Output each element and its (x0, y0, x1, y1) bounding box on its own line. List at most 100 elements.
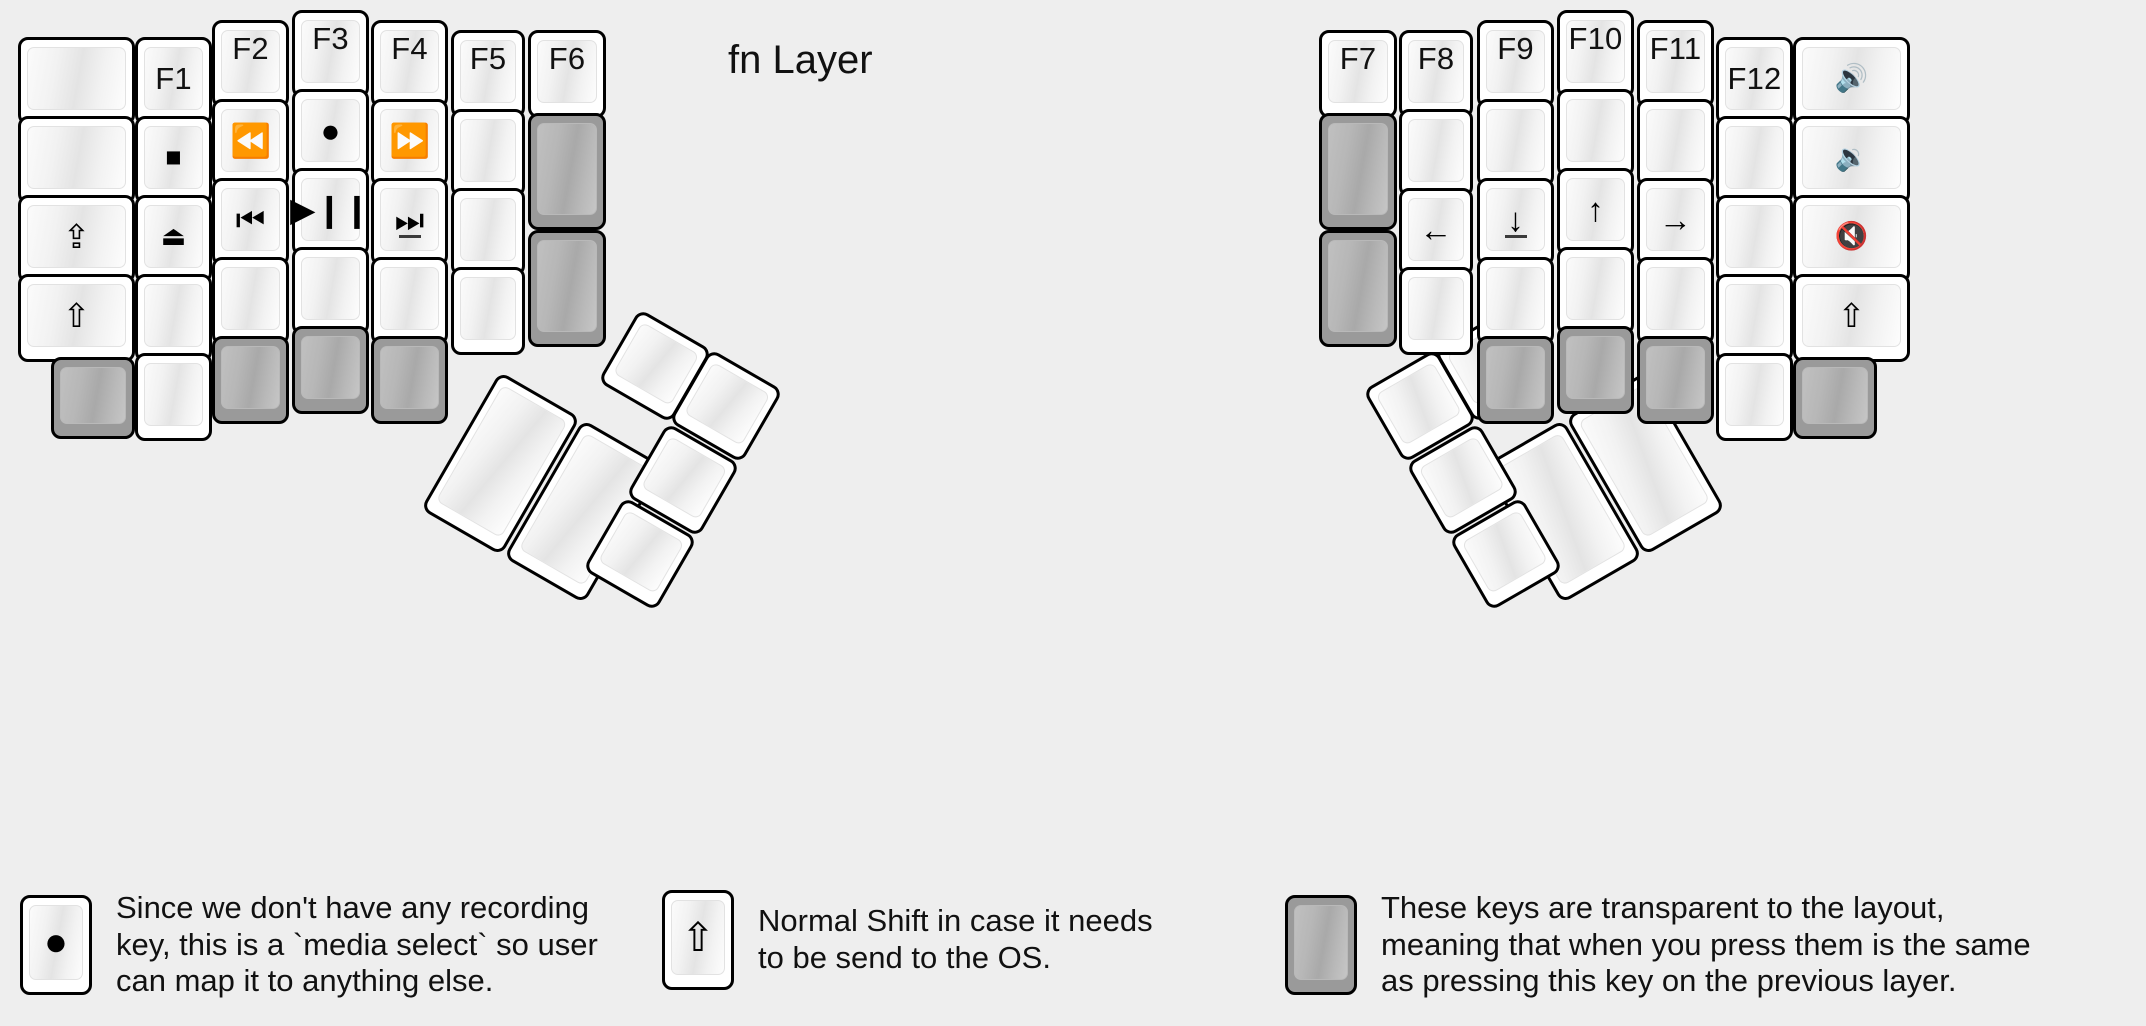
key-left-c2-r2-previous[interactable]: ⏮ (212, 178, 289, 266)
legend-key-record: ● (20, 894, 92, 995)
key-left-c2-r4-transparent[interactable] (212, 336, 289, 424)
key-right-c2-r3[interactable] (1477, 257, 1554, 345)
key-label: F7 (1339, 41, 1377, 76)
arrow-down-icon: ↓ (1507, 201, 1524, 238)
key-label: F11 (1649, 31, 1702, 66)
key-label: F1 (155, 61, 192, 96)
shift-icon: ⇧ (681, 915, 715, 960)
key-right-c6-r3-shift[interactable]: ⇧ (1793, 274, 1910, 362)
media-record-icon: ● (43, 920, 69, 965)
key-right-c1-r2-arrow-left[interactable]: ← (1399, 188, 1473, 276)
legend-item-shift: ⇧ Normal Shift in case it needs to be se… (662, 890, 1153, 990)
media-play-pause-icon: ▶❙❙ (290, 191, 371, 228)
key-left-c5-r3[interactable] (451, 267, 525, 355)
media-fast-forward-icon: ⏩ (388, 122, 431, 159)
key-label: F8 (1417, 41, 1455, 76)
key-label: F2 (232, 31, 269, 66)
key-right-c2-r2-arrow-down[interactable]: ↓ (1477, 178, 1554, 266)
key-left-c6-r2-transparent-tall[interactable] (528, 230, 606, 347)
key-left-c3-r0-f3[interactable]: F3 (292, 10, 369, 98)
key-right-c1-r0-f8[interactable]: F8 (1399, 30, 1473, 118)
key-left-c5-r2[interactable] (451, 188, 525, 276)
page-title: fn Layer (728, 38, 873, 82)
key-right-c3-r2-arrow-up[interactable]: ↑ (1557, 168, 1634, 256)
key-right-c0-r2-transparent-tall[interactable] (1319, 230, 1397, 347)
key-left-c1-r1-stop[interactable]: ■ (135, 116, 212, 204)
key-left-c1-r3[interactable] (135, 274, 212, 362)
key-left-c0-r0[interactable] (18, 37, 135, 125)
key-left-c3-r3[interactable] (292, 247, 369, 335)
key-left-c1-r4[interactable] (135, 353, 212, 441)
key-left-c4-r1-fast-forward[interactable]: ⏩ (371, 99, 448, 187)
volume-mute-icon: 🔇 (1834, 221, 1869, 251)
key-right-c0-r1-transparent-tall[interactable] (1319, 113, 1397, 230)
key-label: F9 (1497, 31, 1534, 66)
key-left-c6-r0-f6[interactable]: F6 (528, 30, 606, 118)
key-right-c5-r0-f12[interactable]: F12 (1716, 37, 1793, 125)
key-right-c3-r1[interactable] (1557, 89, 1634, 177)
key-left-c5-r1[interactable] (451, 109, 525, 197)
key-right-c3-r0-f10[interactable]: F10 (1557, 10, 1634, 98)
key-right-c0-r0-f7[interactable]: F7 (1319, 30, 1397, 118)
key-left-c2-r3[interactable] (212, 257, 289, 345)
key-left-c4-r0-f4[interactable]: F4 (371, 20, 448, 108)
key-right-c4-r0-f11[interactable]: F11 (1637, 20, 1714, 108)
underline-decoration (398, 235, 421, 238)
media-previous-icon: ⏮ (235, 201, 266, 238)
key-right-c6-r0-volume-up[interactable]: 🔊 (1793, 37, 1910, 125)
key-label: F12 (1727, 61, 1782, 96)
legend-key-shift: ⇧ (662, 890, 734, 990)
key-right-c4-r1[interactable] (1637, 99, 1714, 187)
arrow-up-icon: ↑ (1587, 191, 1604, 228)
key-left-c2-r1-rewind[interactable]: ⏪ (212, 99, 289, 187)
key-right-c2-r4-transparent[interactable] (1477, 336, 1554, 424)
key-right-c6-r2-volume-mute[interactable]: 🔇 (1793, 195, 1910, 283)
key-right-c5-r3[interactable] (1716, 274, 1793, 362)
key-right-c4-r3[interactable] (1637, 257, 1714, 345)
key-left-c4-r4-transparent[interactable] (371, 336, 448, 424)
key-right-c6-r4-transparent[interactable] (1793, 357, 1877, 439)
key-right-c4-r4-transparent[interactable] (1637, 336, 1714, 424)
legend-key-transparent (1285, 894, 1357, 995)
key-right-c2-r0-f9[interactable]: F9 (1477, 20, 1554, 108)
key-left-c5-r0-f5[interactable]: F5 (451, 30, 525, 118)
volume-down-icon: 🔉 (1834, 142, 1869, 172)
key-right-c1-r1[interactable] (1399, 109, 1473, 197)
key-left-c3-r4-transparent[interactable] (292, 326, 369, 414)
key-left-c4-r3[interactable] (371, 257, 448, 345)
legend-item-record: ● Since we don't have any recording key,… (20, 890, 598, 1000)
key-left-c0-r4-transparent[interactable] (51, 357, 135, 439)
underline-decoration (1504, 235, 1527, 238)
key-right-c4-r2-arrow-right[interactable]: → (1637, 178, 1714, 266)
key-label: F5 (469, 41, 507, 76)
legend-text-shift: Normal Shift in case it needs to be send… (758, 903, 1153, 975)
key-right-c5-r1[interactable] (1716, 116, 1793, 204)
key-left-c3-r2-play-pause[interactable]: ▶❙❙ (290, 168, 371, 256)
key-left-c6-r1-transparent-tall[interactable] (528, 113, 606, 230)
key-right-c3-r3[interactable] (1557, 247, 1634, 335)
key-right-c5-r4[interactable] (1716, 353, 1793, 441)
legend-panel (8, 880, 2134, 1020)
key-right-c1-r3[interactable] (1399, 267, 1473, 355)
media-record-icon: ● (320, 112, 341, 149)
media-rewind-icon: ⏪ (229, 122, 272, 159)
key-left-c0-r3-shift[interactable]: ⇧ (18, 274, 135, 362)
key-left-c4-r2-next[interactable]: ⏭ (371, 178, 448, 266)
key-left-c1-r0-f1[interactable]: F1 (135, 37, 212, 125)
shift-icon: ⇧ (62, 297, 91, 334)
volume-up-icon: 🔊 (1834, 63, 1869, 93)
key-left-c2-r0-f2[interactable]: F2 (212, 20, 289, 108)
key-left-c1-r2-eject[interactable]: ⏏ (135, 195, 212, 283)
key-left-c0-r2-capslock[interactable]: ⇪ (18, 195, 135, 283)
key-label: F6 (548, 41, 586, 76)
key-right-c6-r1-volume-down[interactable]: 🔉 (1793, 116, 1910, 204)
legend-text-record: Since we don't have any recording key, t… (116, 890, 598, 999)
key-right-c2-r1[interactable] (1477, 99, 1554, 187)
key-right-c5-r2[interactable] (1716, 195, 1793, 283)
key-left-c3-r1-record[interactable]: ● (292, 89, 369, 177)
key-label: F4 (391, 31, 428, 66)
key-left-c0-r1[interactable] (18, 116, 135, 204)
key-right-c3-r4-transparent[interactable] (1557, 326, 1634, 414)
shift-icon: ⇧ (1837, 297, 1866, 334)
